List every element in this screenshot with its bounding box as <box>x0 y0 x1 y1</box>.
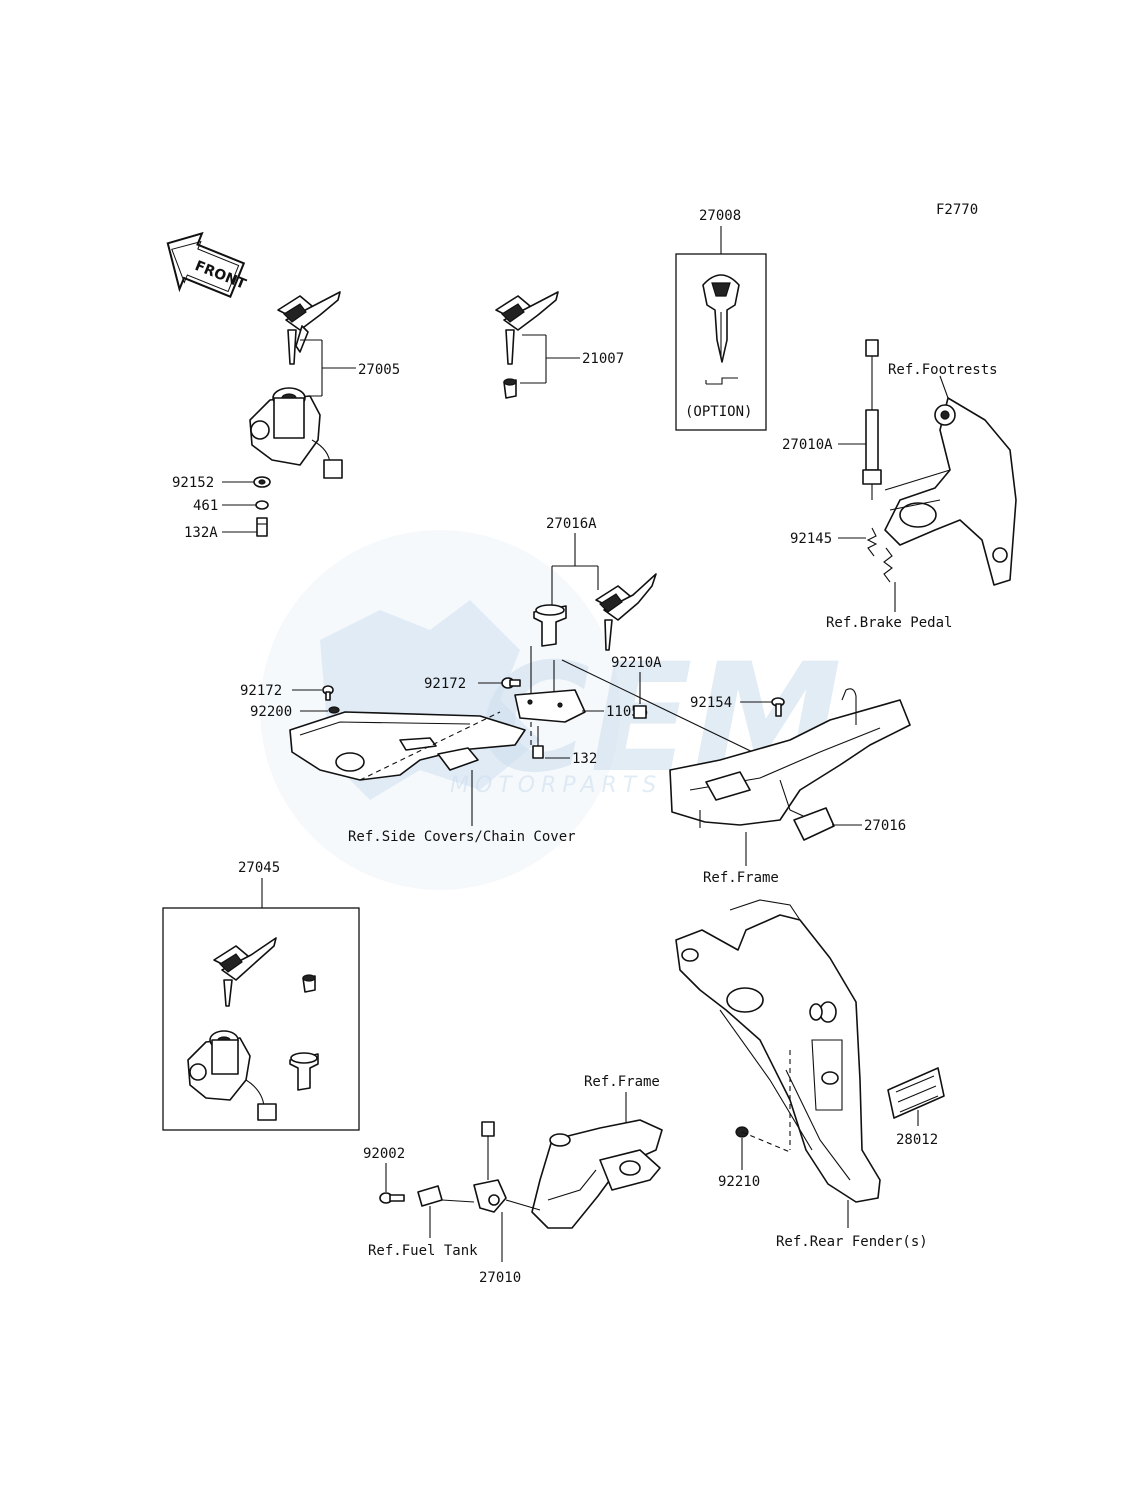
ref-brake-pedal: Ref.Brake Pedal <box>826 615 952 631</box>
bolt-92154 <box>771 697 785 717</box>
part-27016: 27016 <box>864 818 906 834</box>
part-92210: 92210 <box>718 1174 760 1190</box>
reflector-28012 <box>887 1067 945 1119</box>
bracket-11056 <box>514 689 586 723</box>
part-27010: 27010 <box>479 1270 521 1286</box>
seat-lock-cylinder <box>533 604 567 647</box>
brake-switch-27010A <box>862 339 882 500</box>
frame-bracket-bottom <box>531 1119 663 1229</box>
part-92002: 92002 <box>363 1146 405 1162</box>
part-92200: 92200 <box>250 704 292 720</box>
part-92210A: 92210A <box>611 655 662 671</box>
ref-frame-bottom: Ref.Frame <box>584 1074 660 1090</box>
screw-92172-left <box>322 685 334 701</box>
footrest-bracket <box>884 397 1017 586</box>
washer-461 <box>255 500 269 510</box>
figure-code: F2770 <box>936 202 978 218</box>
part-92145: 92145 <box>790 531 832 547</box>
part-92172-left: 92172 <box>240 683 282 699</box>
seat-lock-27016 <box>793 807 835 841</box>
nut-92200 <box>328 706 340 714</box>
key-set-box-27045 <box>162 907 360 1131</box>
bolt-92002 <box>379 1192 405 1204</box>
part-21007: 21007 <box>582 351 624 367</box>
ref-frame-mid: Ref.Frame <box>703 870 779 886</box>
keys-21007 <box>495 291 559 399</box>
blank-key-icon <box>702 274 740 363</box>
ref-rear-fender: Ref.Rear Fender(s) <box>776 1234 928 1250</box>
washer-92152 <box>253 476 271 488</box>
clamp-fuel-tank <box>417 1185 443 1207</box>
seat-lock-keys <box>595 573 657 651</box>
part-27045: 27045 <box>238 860 280 876</box>
part-27010A: 27010A <box>782 437 833 453</box>
watermark-subtitle: MOTORPARTS <box>450 773 662 798</box>
rear-fender <box>675 899 881 1203</box>
part-27005: 27005 <box>358 362 400 378</box>
part-461: 461 <box>193 498 218 514</box>
bolt-92172-mid <box>501 677 521 689</box>
ignition-keys-27005 <box>277 291 341 365</box>
part-132: 132 <box>572 751 597 767</box>
ref-fuel-tank: Ref.Fuel Tank <box>368 1243 478 1259</box>
collar-92210A <box>633 705 647 719</box>
bolt-132 <box>532 745 544 759</box>
bolt-132A <box>256 517 268 537</box>
ignition-switch-27005 <box>249 387 343 479</box>
part-92172-mid: 92172 <box>424 676 466 692</box>
part-92154: 92154 <box>690 695 732 711</box>
front-arrow-icon: FRONT <box>166 231 249 298</box>
spring-92145 <box>866 527 893 583</box>
brake-switch-27010 <box>473 1121 507 1213</box>
part-132A: 132A <box>184 525 218 541</box>
part-92152: 92152 <box>172 475 214 491</box>
part-27008: 27008 <box>699 208 741 224</box>
part-28012: 28012 <box>896 1132 938 1148</box>
key-option-box <box>675 226 767 431</box>
rear-frame <box>669 688 911 828</box>
part-27016A: 27016A <box>546 516 597 532</box>
ref-footrests: Ref.Footrests <box>888 362 998 378</box>
part-27008-option: (OPTION) <box>685 404 752 420</box>
ref-side-covers: Ref.Side Covers/Chain Cover <box>348 829 576 845</box>
